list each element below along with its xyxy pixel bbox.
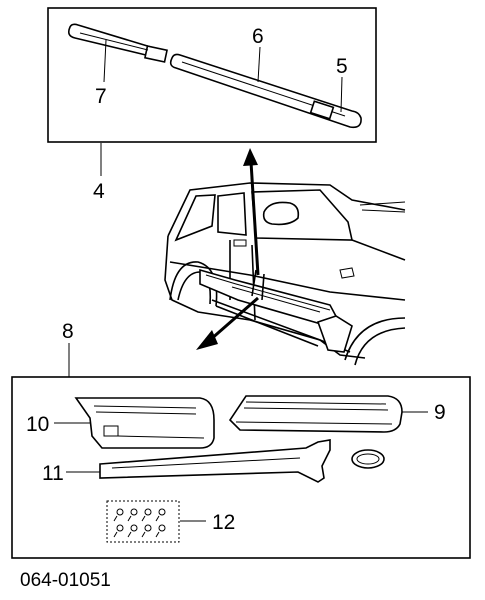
callout-11: 11 <box>42 462 64 485</box>
clip-set <box>106 500 206 543</box>
lower-detail-box: 10 9 11 <box>11 376 471 559</box>
part-code: 064-01051 <box>20 570 111 591</box>
callout-8: 8 <box>62 320 74 343</box>
callout-5: 5 <box>336 55 348 78</box>
rocker-strip <box>66 439 331 483</box>
callout-7: 7 <box>95 85 107 108</box>
molding-strip-front <box>68 23 168 63</box>
callout-10: 10 <box>26 413 49 436</box>
arrow-down-to-lower-box <box>196 296 259 350</box>
callout-12: 12 <box>212 511 235 534</box>
callout-6: 6 <box>252 25 264 48</box>
vehicle-side-view <box>164 182 406 366</box>
callout-9: 9 <box>434 401 446 424</box>
arrow-up-to-upper-box <box>243 148 260 276</box>
upper-detail-box: 7 6 5 <box>47 7 377 143</box>
molding-clip <box>351 449 385 469</box>
front-door-molding <box>228 395 428 433</box>
callout-4: 4 <box>93 180 105 203</box>
molding-strip-long <box>169 53 362 129</box>
rear-door-molding <box>54 397 215 449</box>
